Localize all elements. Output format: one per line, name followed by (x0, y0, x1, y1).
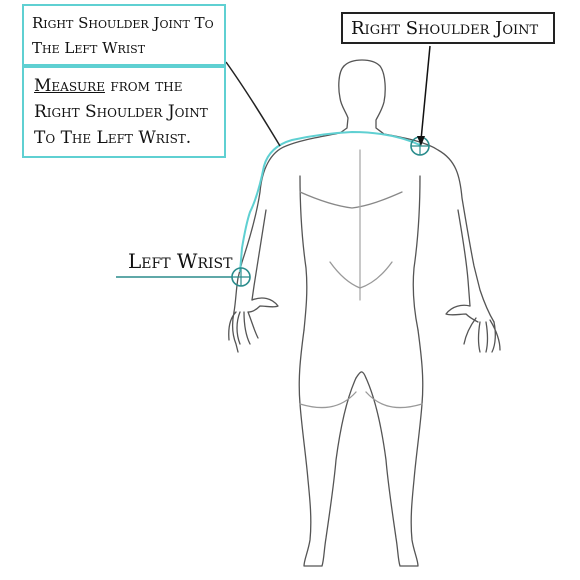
instruction-line-1: from the (104, 76, 183, 96)
right-shoulder-label: Right Shoulder Joint (341, 12, 555, 44)
instruction-emphasis: Measure (34, 76, 105, 96)
right-shoulder-arrowhead (417, 136, 425, 146)
instruction-box: Measure from the Right Shoulder Joint To… (22, 66, 226, 158)
body-outline (228, 59, 501, 567)
right-shoulder-leader-line (420, 45, 431, 141)
instruction-line-3: To The Left Wrist. (34, 128, 192, 148)
title-leader-line (225, 61, 281, 147)
left-wrist-label: Left Wrist (128, 249, 233, 273)
title-line-1: Right Shoulder Joint To (32, 14, 214, 32)
title-box: Right Shoulder Joint To The Left Wrist (22, 4, 226, 66)
title-line-2: The Left Wrist (32, 39, 146, 57)
measurement-line (239, 130, 421, 273)
instruction-line-2: Right Shoulder Joint (34, 102, 208, 122)
